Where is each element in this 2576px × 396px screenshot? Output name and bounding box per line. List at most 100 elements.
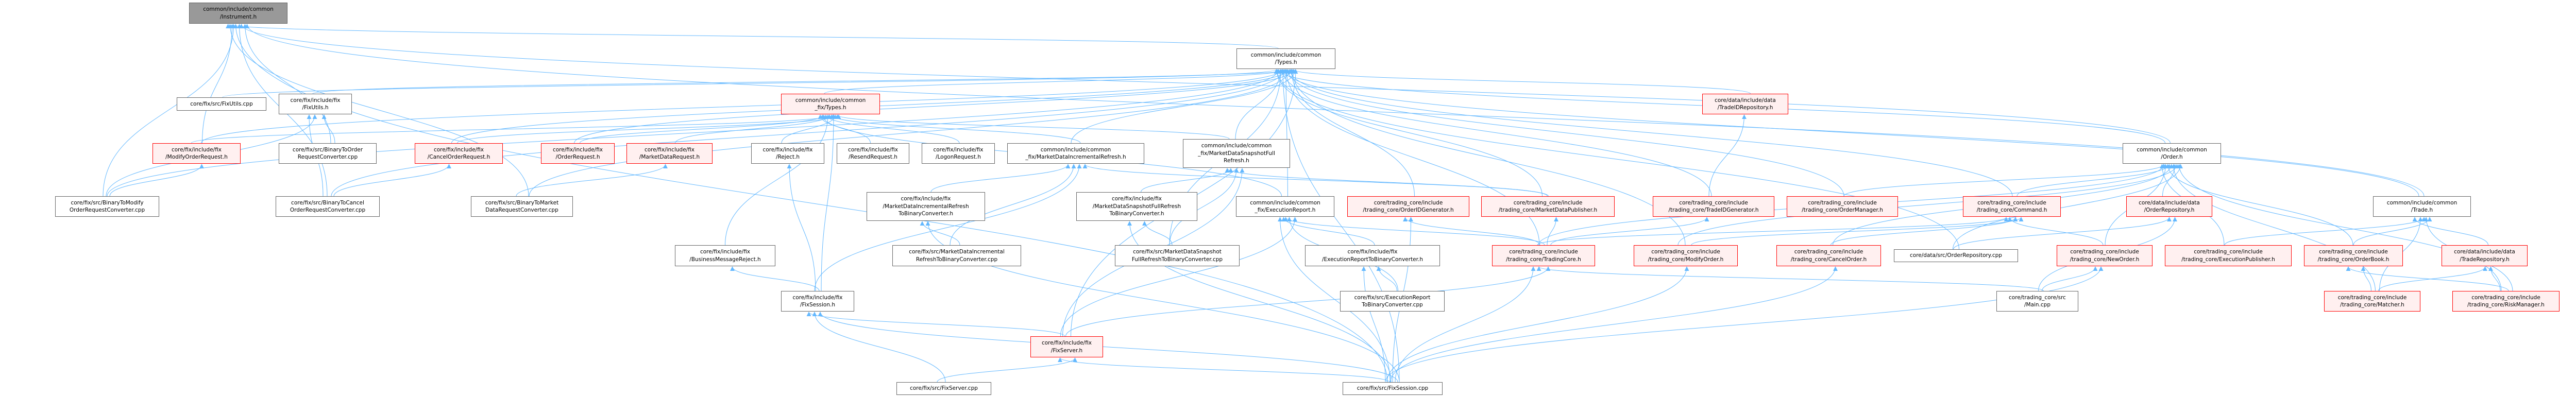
- edge-mdincr2bin_h-to-mdincr: [930, 164, 1071, 193]
- node-label-line: /MarketDataSnapshotFullRefresh: [1092, 203, 1181, 210]
- edge-fixsession_cpp-to-exec2bin_h: [1361, 266, 1386, 383]
- edge-traderepo-to-trade: [2412, 217, 2488, 246]
- edge-main_cpp-to-tradingcore: [1536, 266, 2044, 291]
- edge-fixserver_h-to-fixsession_h: [806, 312, 1065, 337]
- edge-tradingcore-to-tradeidgen: [1550, 217, 1709, 246]
- graph-node-cancelorder[interactable]: core/trading_core/include/trading_core/C…: [1776, 245, 1881, 266]
- graph-node-fixsession-h[interactable]: core/fix/include/fix/FixSession.h: [781, 291, 854, 312]
- graph-node-types[interactable]: common/include/common/Types.h: [1236, 48, 1335, 69]
- node-label-line: core/fix/include/fix: [433, 146, 484, 153]
- edge-fixutils_cpp-to-types: [222, 69, 1278, 98]
- graph-node-matcher[interactable]: core/trading_core/include/trading_core/M…: [2324, 291, 2420, 312]
- graph-node-command[interactable]: core/trading_core/include/trading_core/C…: [1963, 196, 2061, 217]
- graph-node-fixserver-cpp[interactable]: core/fix/src/FixServer.cpp: [896, 382, 991, 395]
- graph-node-logon[interactable]: core/fix/include/fix/LogonRequest.h: [922, 143, 995, 164]
- edge-orderreq-to-types: [574, 69, 1296, 144]
- graph-node-cancelorderreq[interactable]: core/fix/include/fix/CancelOrderRequest.…: [415, 143, 503, 164]
- node-label-line: /Trade.h: [2411, 207, 2433, 213]
- graph-node-orderrepo-cpp[interactable]: core/data/src/OrderRepository.cpp: [1894, 249, 2018, 262]
- node-label-line: /trading_core/TradeIDGenerator.h: [1668, 207, 1759, 213]
- edge-execreport-to-types: [1283, 69, 1289, 197]
- graph-node-tradeidrepo[interactable]: core/data/include/data/TradeIDRepository…: [1702, 94, 1788, 114]
- graph-node-main-cpp[interactable]: core/trading_core/src/Main.cpp: [1996, 291, 2078, 312]
- node-label-line: core/trading_core/include: [1679, 199, 1748, 206]
- node-label-line: core/fix/src/FixSession.cpp: [1357, 385, 1429, 392]
- edge-fixsession_h-to-bizreject: [730, 266, 820, 291]
- edge-fixsession_cpp-to-instrument: [233, 24, 1388, 383]
- node-label-line: /trading_core/CancelOrder.h: [1790, 256, 1867, 263]
- node-label-line: core/fix/include/fix: [552, 146, 603, 153]
- edge-orderrepo_cpp-to-order: [1953, 164, 2183, 250]
- edge-fixsession_cpp-to-cancelorder: [1390, 266, 1838, 383]
- graph-node-mdsnap2bin-h[interactable]: core/fix/include/fix/MarketDataSnapshotF…: [1076, 192, 1197, 221]
- edge-b2order_cpp-to-instrument: [243, 24, 331, 144]
- edge-resend-to-fixtypes: [818, 114, 871, 144]
- node-label-line: _fix/MarketDataIncrementalRefresh.h: [1025, 154, 1126, 160]
- graph-node-tradeidgen[interactable]: core/trading_core/include/trading_core/T…: [1653, 196, 1774, 217]
- graph-node-mdincr2bin-h[interactable]: core/fix/include/fix/MarketDataIncrement…: [867, 192, 985, 221]
- node-label-line: /Reject.h: [775, 154, 800, 160]
- graph-node-mdincr[interactable]: common/include/common_fix/MarketDataIncr…: [1007, 143, 1144, 164]
- graph-node-neworder[interactable]: core/trading_core/include/trading_core/N…: [2057, 245, 2153, 266]
- node-label-line: /Types.h: [1275, 59, 1297, 65]
- graph-node-traderepo[interactable]: core/data/include/data/TradeRepository.h: [2442, 245, 2528, 266]
- graph-node-fixutils-h[interactable]: core/fix/include/fix/FixUtils.h: [279, 94, 352, 114]
- graph-node-fixsession-cpp[interactable]: core/fix/src/FixSession.cpp: [1343, 382, 1443, 395]
- node-label-line: common/include/common: [2386, 199, 2458, 206]
- graph-node-bizreject[interactable]: core/fix/include/fix/BusinessMessageReje…: [675, 245, 775, 266]
- graph-node-fixserver-h[interactable]: core/fix/include/fix/FixServer.h: [1030, 336, 1103, 357]
- graph-node-mdreq[interactable]: core/fix/include/fix/MarketDataRequest.h: [626, 143, 713, 164]
- node-label-line: RefreshToBinaryConverter.cpp: [916, 256, 998, 263]
- graph-node-fixutils-cpp[interactable]: core/fix/src/FixUtils.cpp: [177, 97, 266, 111]
- node-label-line: /ResendRequest.h: [849, 154, 897, 160]
- graph-node-order[interactable]: common/include/common/Order.h: [2123, 143, 2221, 164]
- graph-node-execpub[interactable]: core/trading_core/include/trading_core/E…: [2165, 245, 2292, 266]
- edge-b2md_cpp-to-instrument: [228, 24, 529, 197]
- graph-node-modifyorder[interactable]: core/trading_core/include/trading_core/M…: [1634, 245, 1738, 266]
- node-label-line: /trading_core/OrderManager.h: [1802, 207, 1883, 213]
- node-label-line: core/trading_core/include: [2194, 249, 2263, 255]
- graph-node-execreport[interactable]: common/include/common_fix/ExecutionRepor…: [1236, 196, 1334, 217]
- graph-node-mdpublisher[interactable]: core/trading_core/include/trading_core/M…: [1481, 196, 1615, 217]
- node-label-line: core/data/src/OrderRepository.cpp: [1910, 252, 2002, 259]
- node-label-line: /OrderRepository.h: [2144, 207, 2195, 213]
- graph-node-orderidgen[interactable]: core/trading_core/include/trading_core/O…: [1347, 196, 1469, 217]
- graph-node-fixtypes[interactable]: common/include/common_fix/Types.h: [781, 94, 880, 114]
- node-label-line: /CancelOrderRequest.h: [427, 154, 490, 160]
- graph-node-orderman[interactable]: core/trading_core/include/trading_core/O…: [1787, 196, 1898, 217]
- edge-b2modify_cpp-to-instrument: [103, 24, 236, 197]
- graph-node-trade[interactable]: common/include/common/Trade.h: [2373, 196, 2471, 217]
- edge-b2modify_cpp-to-modifyorderreq: [109, 164, 204, 197]
- edge-riskman-to-orderbook: [2346, 266, 2509, 291]
- edge-mdsnap-to-types: [1235, 69, 1283, 140]
- node-label-line: core/data/include/data: [1715, 97, 1776, 104]
- node-label-line: core/fix/src/MarketDataIncremental: [909, 249, 1005, 255]
- graph-node-riskman[interactable]: core/trading_core/include/trading_core/R…: [2452, 291, 2560, 312]
- node-label-line: core/trading_core/src: [2009, 294, 2066, 301]
- graph-node-resend[interactable]: core/fix/include/fix/ResendRequest.h: [837, 143, 909, 164]
- graph-node-exec2bin-h[interactable]: core/fix/include/fix/ExecutionReportToBi…: [1305, 245, 1440, 266]
- node-label-line: /FixServer.h: [1050, 347, 1083, 354]
- graph-node-reject[interactable]: core/fix/include/fix/Reject.h: [751, 143, 824, 164]
- graph-node-orderrepo-h[interactable]: core/data/include/data/OrderRepository.h: [2126, 196, 2212, 217]
- graph-node-orderreq[interactable]: core/fix/include/fix/OrderRequest.h: [541, 143, 615, 164]
- edge-trade-to-types: [1282, 69, 2419, 197]
- node-label-line: core/trading_core/include: [1513, 199, 1583, 206]
- node-label-line: /MarketDataRequest.h: [639, 154, 700, 160]
- graph-node-orderbook[interactable]: core/trading_core/include/trading_core/O…: [2304, 245, 2403, 266]
- node-label-line: _fix/ExecutionReport.h: [1255, 207, 1316, 213]
- graph-node-mdsnap[interactable]: common/include/common_fix/MarketDataSnap…: [1183, 139, 1290, 168]
- graph-node-instrument: common/include/common/Instrument.h: [189, 3, 287, 24]
- edge-mdincr2bin_cpp-to-mdincr2bin_h: [920, 221, 960, 246]
- node-label-line: core/fix/include/fix: [762, 146, 813, 153]
- graph-node-tradingcore[interactable]: core/trading_core/include/trading_core/T…: [1492, 245, 1595, 266]
- graph-node-modifyorderreq[interactable]: core/fix/include/fix/ModifyOrderRequest.…: [152, 143, 241, 164]
- node-label-line: /FixSession.h: [800, 302, 835, 308]
